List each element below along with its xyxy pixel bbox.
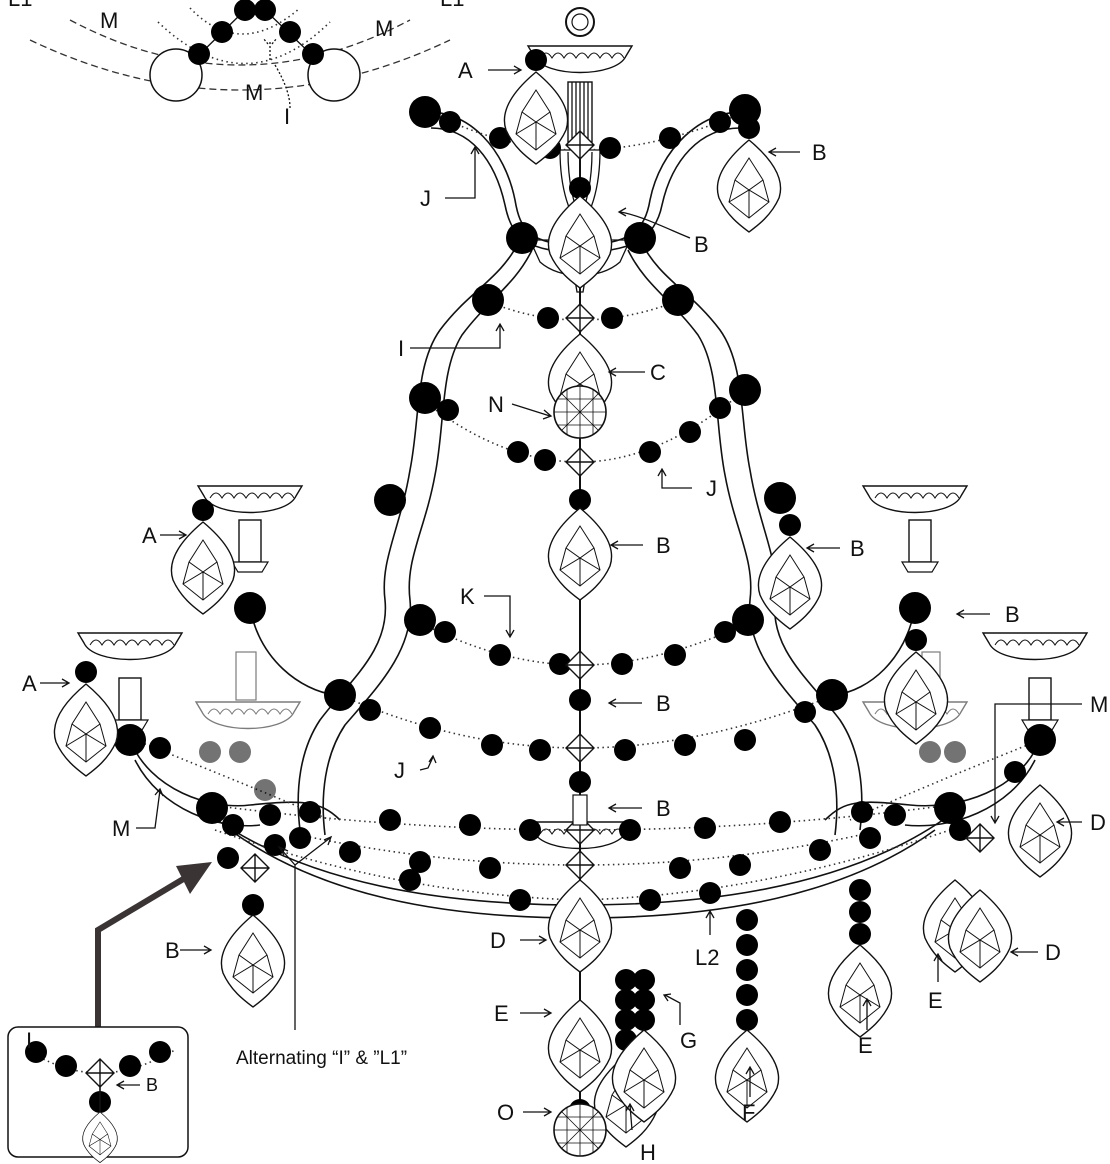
bobeche-circle-left bbox=[149, 48, 203, 102]
central-stem bbox=[240, 130, 995, 1150]
label-O: O bbox=[497, 1100, 514, 1125]
label-L1-top-left: L1 bbox=[8, 0, 32, 11]
label-B-right: B bbox=[850, 536, 865, 561]
label-D-lower-right: D bbox=[1045, 940, 1061, 965]
label-A-far-left: A bbox=[22, 671, 37, 696]
label-A-left: A bbox=[142, 523, 157, 548]
label-B-canopy: B bbox=[694, 232, 709, 257]
inset-label-B: B bbox=[146, 1075, 158, 1095]
label-M-left: M bbox=[112, 816, 130, 841]
label-M-top-c: M bbox=[245, 80, 263, 105]
inset-label-I: I bbox=[26, 1028, 32, 1053]
label-I-mid: I bbox=[398, 336, 404, 361]
label-K: K bbox=[460, 584, 475, 609]
caption-alternating: Alternating “I” & ”L1” bbox=[236, 1048, 407, 1069]
label-B-lower: B bbox=[656, 796, 671, 821]
ball-N bbox=[553, 385, 607, 439]
label-G: G bbox=[680, 1028, 697, 1053]
ball-O bbox=[553, 1103, 607, 1157]
label-J-top: J bbox=[420, 186, 431, 211]
label-B-far-right: B bbox=[1005, 602, 1020, 627]
inset-detail-box: I B bbox=[7, 1026, 189, 1163]
bobeche-circle-right bbox=[307, 48, 361, 102]
top-detail-view: L1 L1 M M M I bbox=[8, 0, 464, 129]
label-F: F bbox=[742, 1100, 755, 1125]
label-H: H bbox=[640, 1140, 656, 1164]
label-D-center: D bbox=[490, 928, 506, 953]
label-A-top: A bbox=[458, 58, 473, 83]
label-E-right: E bbox=[928, 988, 943, 1013]
label-M-top-a: M bbox=[100, 8, 118, 33]
inset-pointer-arrow bbox=[95, 875, 187, 1030]
label-J-mid: J bbox=[706, 476, 717, 501]
label-C: C bbox=[650, 360, 666, 385]
frame-arms bbox=[129, 111, 1041, 919]
callouts: A B J B I C N J B A B B K A B M J bbox=[22, 58, 1108, 1164]
label-B-left: B bbox=[165, 938, 180, 963]
label-B-top-right: B bbox=[812, 140, 827, 165]
label-L1-top-right: L1 bbox=[440, 0, 464, 11]
label-B-mid: B bbox=[656, 533, 671, 558]
label-D-right: D bbox=[1090, 810, 1106, 835]
label-J-lower: J bbox=[394, 758, 405, 783]
label-M-top-b: M bbox=[375, 16, 393, 41]
label-N: N bbox=[488, 392, 504, 417]
label-I-top: I bbox=[284, 104, 290, 129]
label-E-center: E bbox=[494, 1001, 509, 1026]
label-L2: L2 bbox=[695, 945, 719, 970]
label-B-center: B bbox=[656, 691, 671, 716]
label-M-right: M bbox=[1090, 692, 1108, 717]
label-E-mid-right: E bbox=[858, 1033, 873, 1058]
